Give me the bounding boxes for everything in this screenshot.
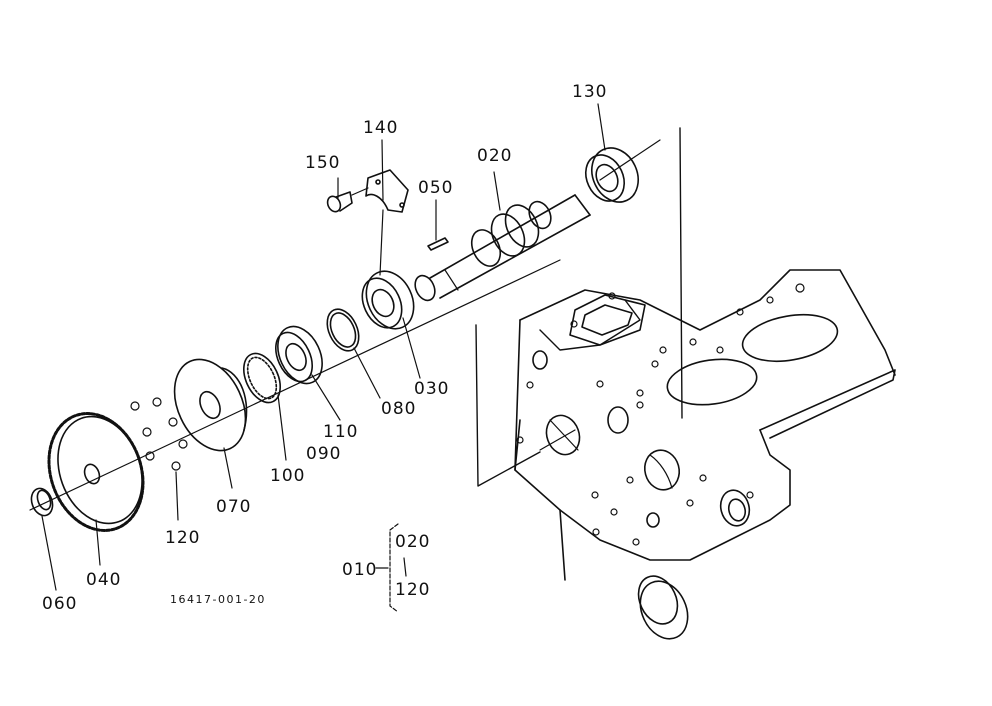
label-040: 040	[86, 570, 122, 590]
label-140: 140	[363, 118, 399, 138]
label-020: 020	[477, 146, 513, 166]
label-090: 090	[306, 444, 342, 464]
label-060: 060	[42, 594, 78, 614]
retainer-140	[365, 169, 409, 213]
label-150: 150	[305, 153, 341, 173]
bearing-030	[361, 270, 415, 330]
balls-120	[130, 397, 188, 471]
engine-block	[475, 127, 896, 581]
assembly-to-120: 120	[395, 580, 431, 600]
label-050: 050	[418, 178, 454, 198]
bearing-090	[275, 325, 323, 385]
circlip-060	[30, 487, 54, 517]
label-100: 100	[270, 466, 306, 486]
label-080: 080	[381, 399, 417, 419]
label-130: 130	[572, 82, 608, 102]
hub-070	[173, 358, 248, 452]
bearing-130	[584, 147, 639, 203]
center-line	[29, 259, 561, 511]
label-110: 110	[323, 422, 359, 442]
gear-040	[47, 412, 145, 532]
key-050	[427, 237, 449, 251]
snap-ring-080	[326, 308, 360, 352]
label-070: 070	[216, 497, 252, 517]
label-120: 120	[165, 528, 201, 548]
assembly-label-010: 010	[342, 560, 378, 580]
roller-ring-100	[243, 352, 281, 404]
assembly-bracket	[375, 523, 407, 613]
label-030: 030	[414, 379, 450, 399]
bolt-150	[326, 187, 369, 213]
drawing-number: 16417-001-20	[170, 593, 266, 606]
leader-lines	[41, 103, 606, 591]
shaft-020	[414, 194, 591, 302]
assembly-from-020: 020	[395, 532, 431, 552]
expansion-plug	[637, 575, 689, 640]
